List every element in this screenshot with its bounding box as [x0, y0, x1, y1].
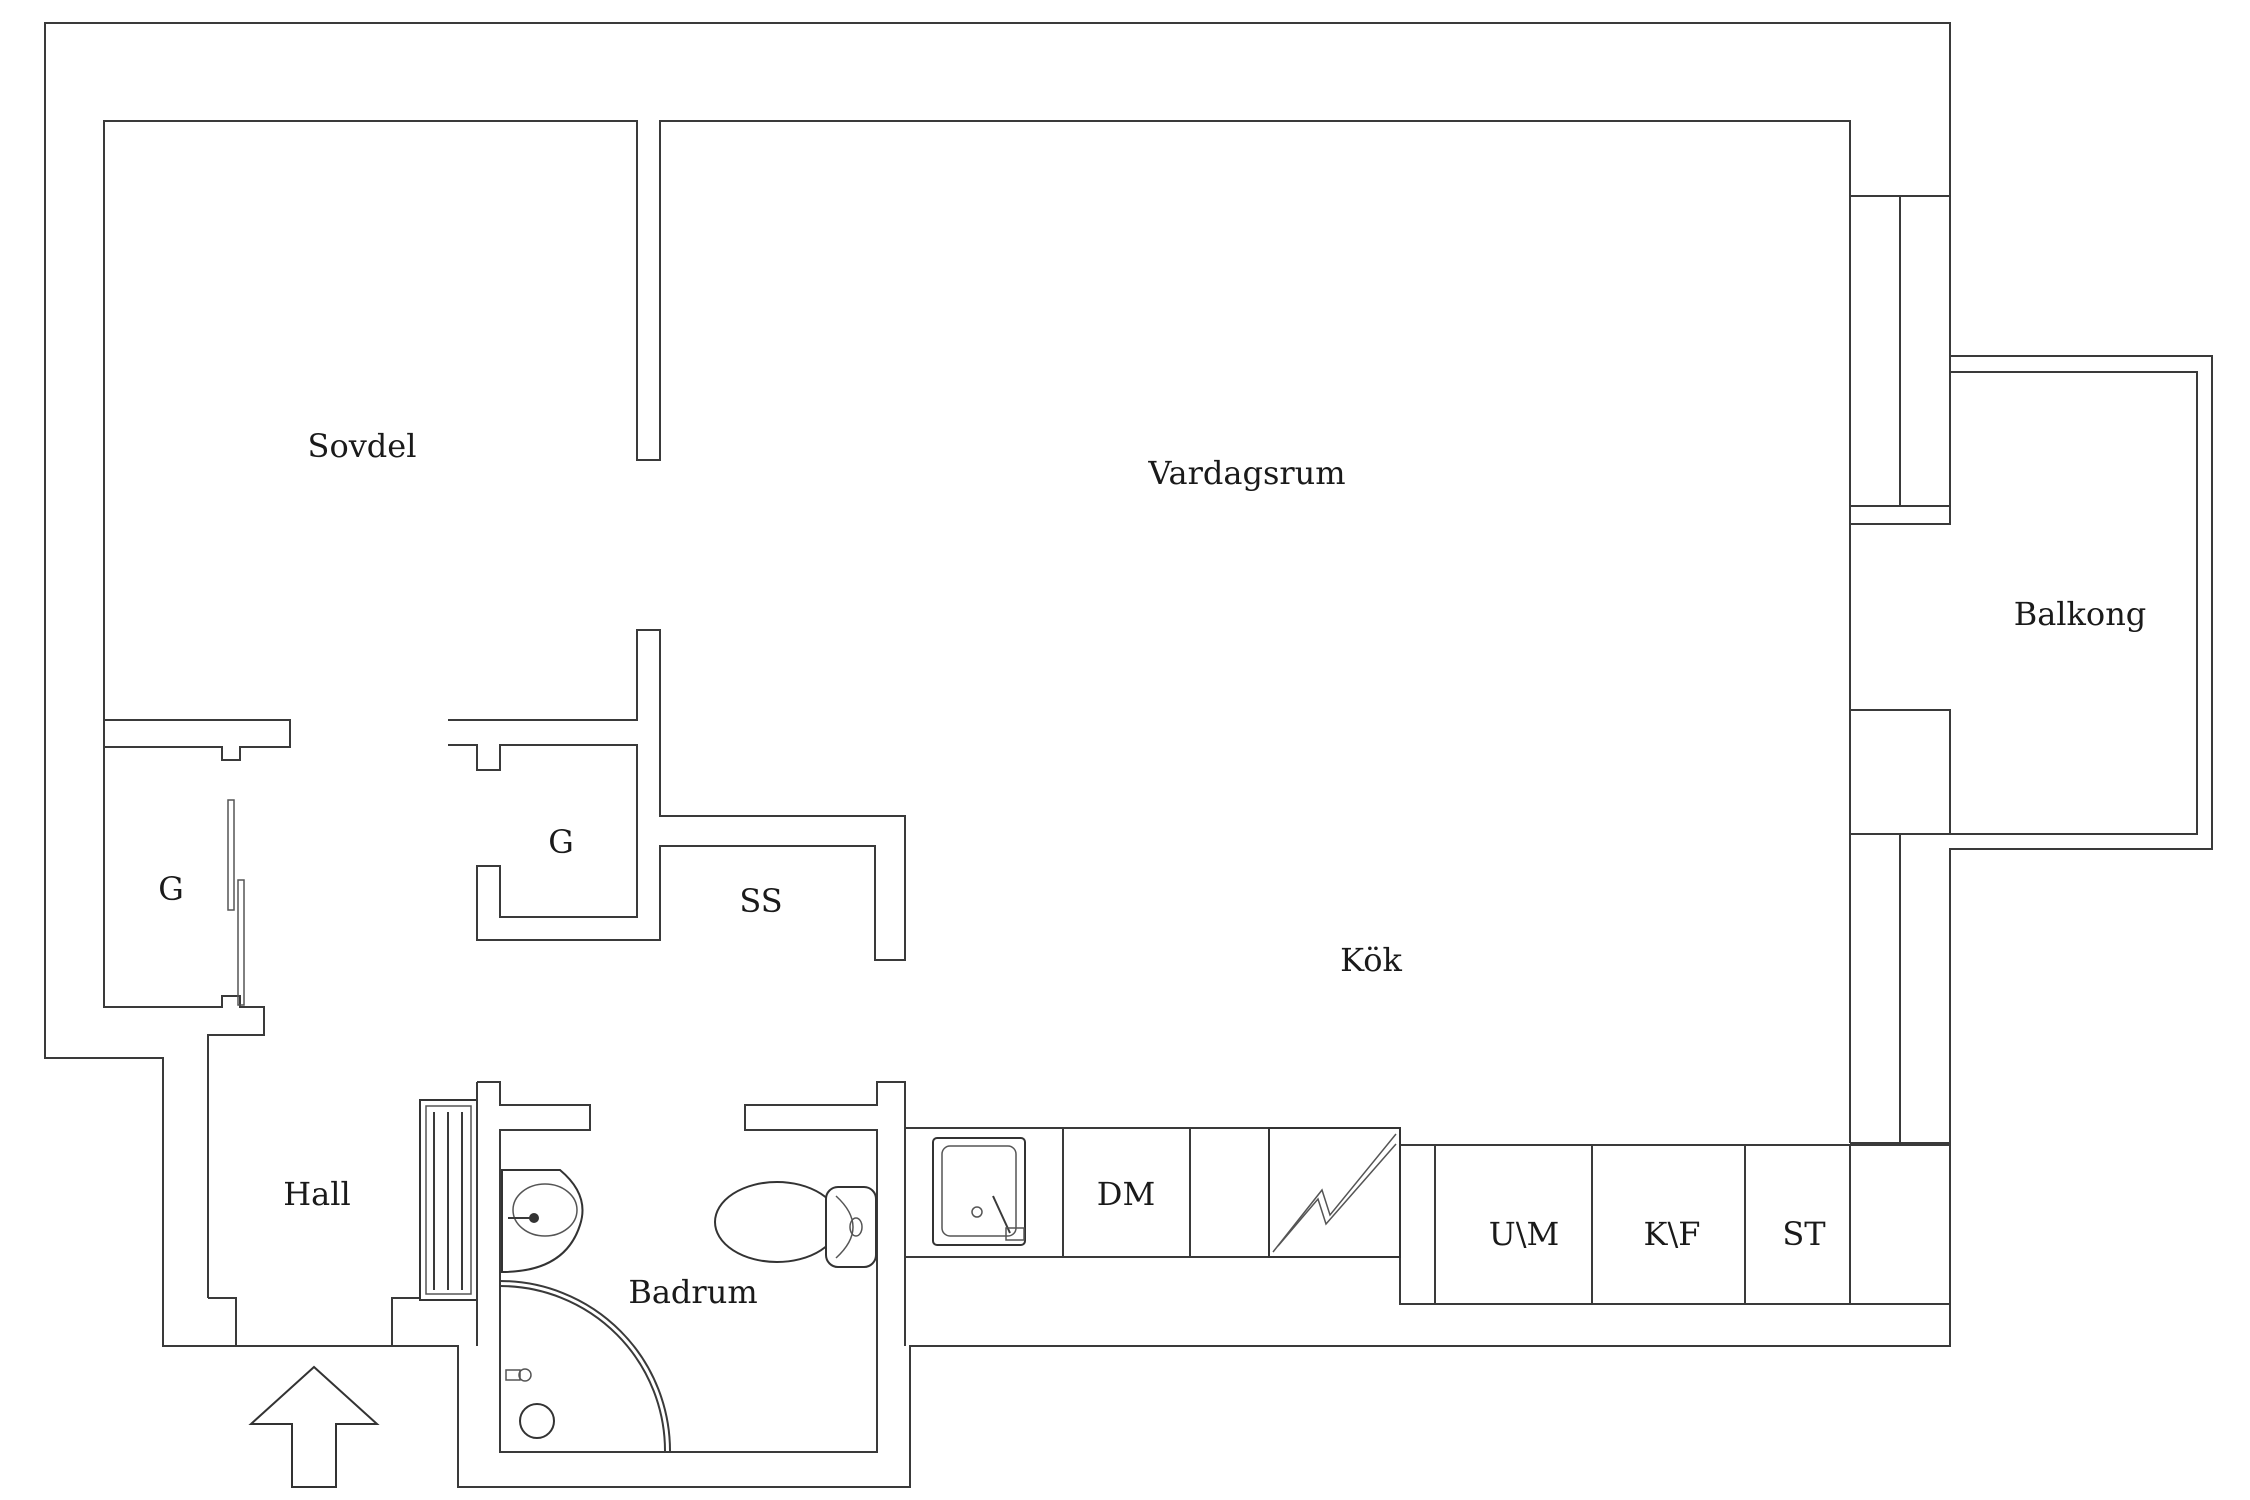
balcony-door	[1849, 709, 1951, 1144]
room-label-hall: Hall	[283, 1175, 350, 1213]
washbasin	[501, 1169, 584, 1274]
room-label-closet-left: G	[158, 870, 184, 908]
kitchen-sink	[932, 1137, 1026, 1246]
room-label-sovdel: Sovdel	[308, 427, 417, 465]
room-label-closet-mid: G	[548, 823, 574, 861]
room-label-vardagsrum: Vardagsrum	[1147, 454, 1345, 492]
appliance-label-fridge-freezer: K\F	[1644, 1215, 1701, 1253]
wall-entry-left	[208, 1297, 237, 1346]
wall-sovdel-top	[103, 120, 1851, 720]
exterior-wall-outline	[44, 22, 2213, 1488]
appliance-label-cabinet: ST	[1782, 1215, 1826, 1253]
appliance-label-oven-microwave: U\M	[1489, 1215, 1560, 1253]
appliance-label-dishwasher: DM	[1097, 1175, 1155, 1213]
stove	[1268, 1127, 1401, 1258]
shower-area	[499, 1280, 672, 1453]
toilet	[714, 1181, 877, 1268]
window-upper-right	[1849, 195, 1951, 525]
radiator	[419, 1099, 478, 1301]
entrance-arrow-icon	[248, 1365, 380, 1488]
wall-entry-right	[391, 1297, 420, 1346]
room-label-storage: SS	[739, 882, 782, 920]
room-label-kitchen: Kök	[1340, 941, 1402, 979]
room-label-bathroom: Badrum	[628, 1273, 757, 1311]
wall-sovdel-bottom	[103, 629, 906, 1036]
wall-hall-left	[207, 1034, 222, 1058]
closet-left	[103, 747, 245, 1007]
room-label-balkong: Balkong	[2014, 595, 2147, 633]
balcony-outline	[1950, 371, 2198, 835]
